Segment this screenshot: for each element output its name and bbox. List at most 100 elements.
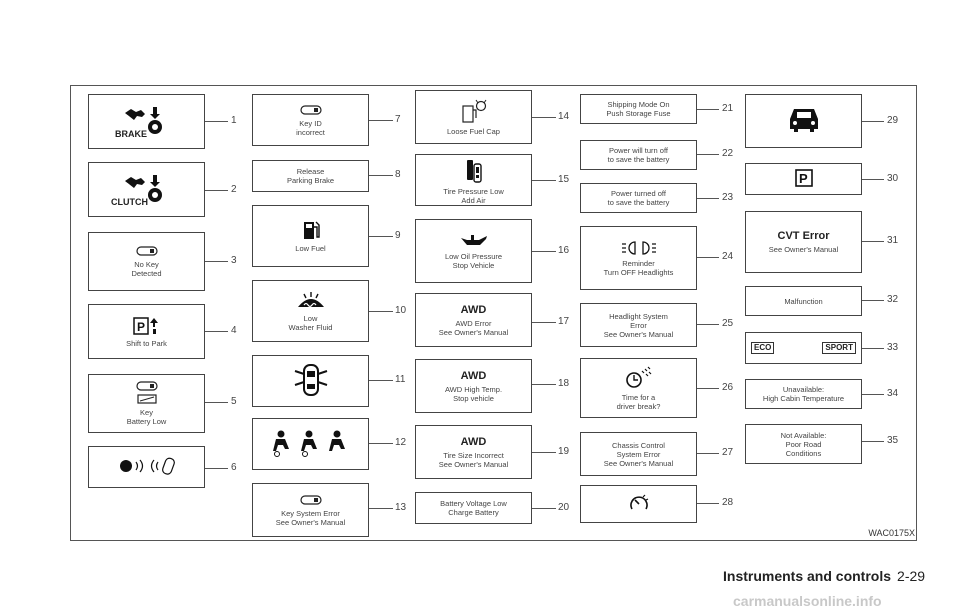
leader-line <box>862 348 884 349</box>
item-number: 30 <box>887 173 899 184</box>
item-number: 31 <box>887 235 899 246</box>
box-label: Unavailable: High Cabin Temperature <box>762 385 845 403</box>
eco-tag: ECO <box>751 342 775 354</box>
leader-line <box>697 453 719 454</box>
leader-line <box>532 180 556 181</box>
warning-box-7: Key ID incorrect <box>252 94 369 146</box>
svg-text:P: P <box>799 171 808 186</box>
sport-tag: SPORT <box>822 342 856 354</box>
warning-box-21: Shipping Mode On Push Storage Fuse <box>580 94 697 124</box>
page-footer: Instruments and controls 2-29 <box>723 568 925 584</box>
box-label: Shift to Park <box>126 338 167 348</box>
figure-frame <box>70 85 917 541</box>
warning-box-27: Chassis Control System Error See Owner's… <box>580 432 697 476</box>
drive-mode-tags: ECO SPORT <box>751 342 856 354</box>
seatbelt-icon <box>272 430 345 457</box>
item-number: 27 <box>722 447 734 458</box>
item-number: 20 <box>558 502 570 513</box>
leader-line <box>697 154 719 155</box>
box-label: Not Available: Poor Road Conditions <box>780 430 827 458</box>
door-open-icon <box>294 363 327 396</box>
item-number: 34 <box>887 388 899 399</box>
warning-box-1: BRAKE <box>88 94 205 149</box>
box-label: AWD High Temp. Stop vehicle <box>444 384 503 403</box>
item-number: 11 <box>395 374 406 385</box>
washer-fluid-icon <box>297 291 324 307</box>
box-label: Release Parking Brake <box>286 167 335 185</box>
warning-box-24: Reminder Turn OFF Headlights <box>580 226 697 290</box>
box-label: Tire Pressure Low Add Air <box>443 186 504 205</box>
leader-line <box>697 109 719 110</box>
warning-box-30: P <box>745 163 862 195</box>
warning-box-18: AWD AWD High Temp. Stop vehicle <box>415 359 532 413</box>
key-fob-icon <box>299 104 322 115</box>
box-label: Key System Error See Owner's Manual <box>275 508 346 527</box>
key-fob-icon <box>299 494 322 505</box>
warning-box-32: Malfunction <box>745 286 862 316</box>
box-label: Low Washer Fluid <box>288 313 333 332</box>
gauge-icon <box>629 494 648 509</box>
key-fob-icon <box>135 246 158 256</box>
warning-box-4: P Shift to Park <box>88 304 205 359</box>
warning-box-14: Loose Fuel Cap <box>415 90 532 144</box>
leader-line <box>369 236 393 237</box>
warning-box-10: Low Washer Fluid <box>252 280 369 342</box>
item-number: 25 <box>722 318 734 329</box>
item-number: 15 <box>558 174 570 185</box>
warning-box-2: CLUTCH <box>88 162 205 217</box>
item-number: 17 <box>558 316 570 327</box>
leader-line <box>862 300 884 301</box>
item-number: 4 <box>231 325 237 336</box>
brake-push-icon <box>124 107 162 134</box>
item-number: 22 <box>722 148 734 159</box>
key-signal-icon <box>119 457 175 475</box>
section-title: Instruments and controls <box>723 568 892 584</box>
box-label: See Owner's Manual <box>768 245 839 254</box>
item-number: 35 <box>887 435 899 446</box>
warning-box-6 <box>88 446 205 488</box>
leader-line <box>205 190 228 191</box>
leader-line <box>205 261 228 262</box>
box-label: No Key Detected <box>131 260 162 278</box>
park-shift-icon: P <box>132 316 158 335</box>
warning-box-23: Power turned off to save the battery <box>580 183 697 213</box>
leader-line <box>532 251 556 252</box>
leader-line <box>205 468 228 469</box>
item-number: 8 <box>395 169 401 180</box>
box-label: Power will turn off to save the battery <box>607 146 670 164</box>
box-label: AWD Error See Owner's Manual <box>438 318 509 337</box>
leader-line <box>369 175 393 176</box>
warning-box-34: Unavailable: High Cabin Temperature <box>745 379 862 409</box>
leader-line <box>369 311 393 312</box>
item-number: 24 <box>722 251 734 262</box>
item-number: 21 <box>722 103 734 114</box>
warning-box-33: ECO SPORT <box>745 332 862 364</box>
cvt-error-text: CVT Error <box>777 230 830 242</box>
item-number: 10 <box>395 305 407 316</box>
box-label: Headlight System Error See Owner's Manua… <box>603 311 674 339</box>
leader-line <box>532 508 556 509</box>
warning-box-15: Tire Pressure Low Add Air <box>415 154 532 206</box>
item-number: 7 <box>395 114 401 125</box>
item-number: 33 <box>887 342 899 353</box>
page-number: 2-29 <box>897 568 926 584</box>
car-front-icon <box>789 108 818 132</box>
box-label: Loose Fuel Cap <box>447 127 500 136</box>
item-number: 5 <box>231 396 237 407</box>
brake-text: BRAKE <box>115 129 148 139</box>
item-number: 1 <box>231 115 237 126</box>
item-number: 9 <box>395 230 401 241</box>
box-label: Malfunction <box>784 296 823 306</box>
leader-line <box>532 452 556 453</box>
clutch-text: CLUTCH <box>111 197 148 207</box>
item-number: 2 <box>231 184 237 195</box>
leader-line <box>697 198 719 199</box>
leader-line <box>697 324 719 325</box>
leader-line <box>532 322 556 323</box>
warning-box-26: Time for a driver break? <box>580 358 697 418</box>
clutch-push-icon <box>124 175 162 202</box>
park-icon: P <box>794 168 813 187</box>
box-label: Power turned off to save the battery <box>607 189 670 207</box>
warning-box-17: AWD AWD Error See Owner's Manual <box>415 293 532 347</box>
leader-line <box>205 331 228 332</box>
